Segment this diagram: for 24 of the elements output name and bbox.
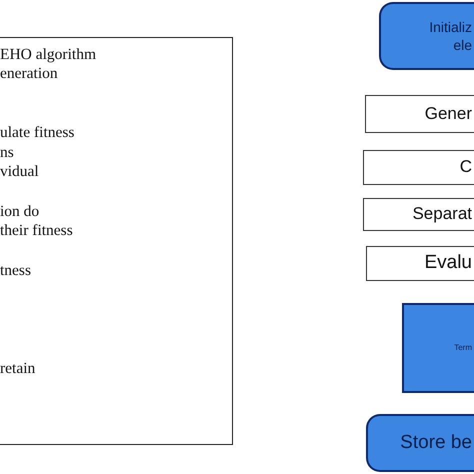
step-label: Initializ ele <box>428 18 472 54</box>
process-box <box>365 95 474 133</box>
process-box <box>363 198 474 231</box>
code-line: ulate fitness <box>0 124 74 142</box>
step-label: Gener <box>424 102 472 125</box>
code-line: retain <box>0 360 36 378</box>
step-label: Store be <box>400 430 472 455</box>
pseudocode-panel <box>0 37 233 445</box>
process-box <box>402 303 474 393</box>
code-line: EHO algorithm <box>0 46 96 64</box>
step-label: C <box>460 156 472 178</box>
code-line: vidual <box>0 163 39 181</box>
step-label: Separat <box>412 203 472 226</box>
process-box <box>363 150 474 185</box>
start-end-box <box>379 2 474 70</box>
code-line: their fitness <box>0 222 73 240</box>
code-line: tness <box>0 262 31 280</box>
step-label: Term <box>454 342 472 354</box>
step-label: Evalu <box>424 251 472 276</box>
start-end-box <box>366 414 474 472</box>
code-line: ns <box>0 144 14 162</box>
code-line: ion do <box>0 203 40 221</box>
code-line: eneration <box>0 65 58 83</box>
process-box <box>366 246 474 281</box>
